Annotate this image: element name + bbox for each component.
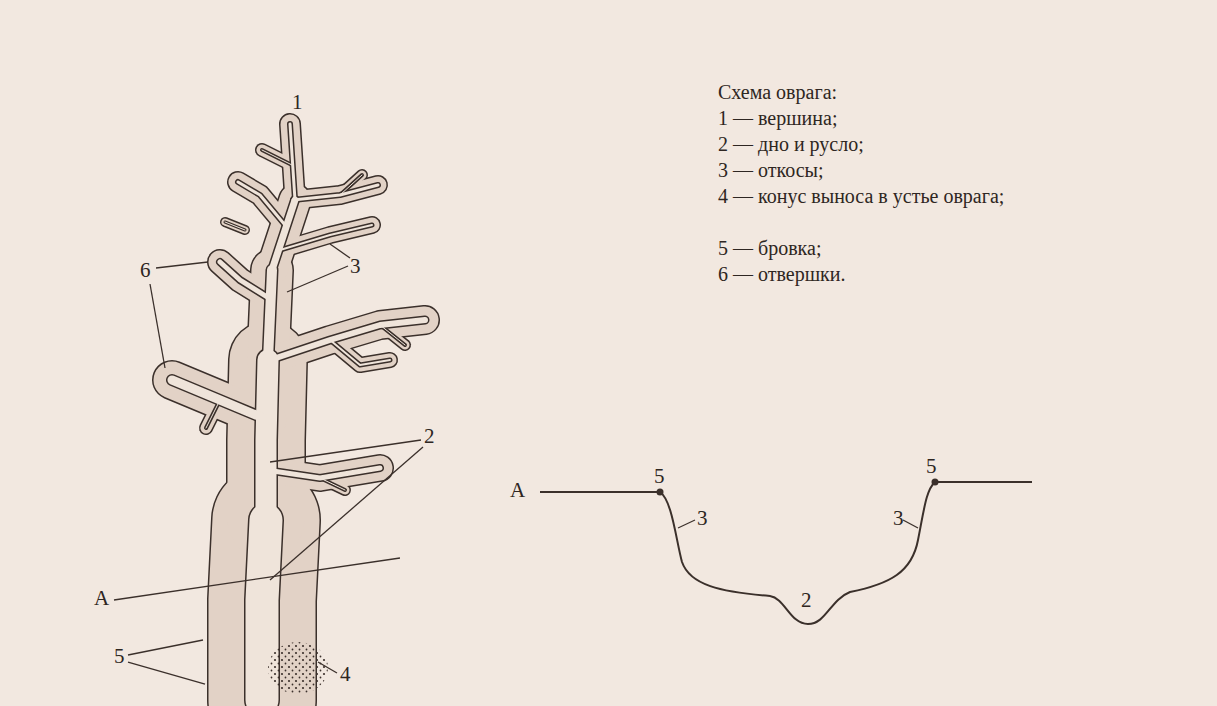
ravine-stroke bbox=[262, 520, 266, 700]
ravine-stroke bbox=[380, 325, 405, 345]
callout-number: 3 bbox=[893, 506, 904, 531]
legend-line: 5 — бровка; bbox=[718, 236, 821, 260]
ravine-stroke bbox=[266, 360, 268, 520]
ravine-stroke bbox=[320, 478, 345, 490]
callout-number: 6 bbox=[140, 258, 151, 283]
ravine-stroke bbox=[268, 270, 272, 360]
ravine-stroke bbox=[293, 185, 378, 200]
cross-section bbox=[540, 479, 1032, 625]
ravine-stroke bbox=[262, 150, 292, 165]
ravine-stroke bbox=[272, 200, 295, 270]
ravine-stroke bbox=[330, 340, 390, 365]
legend-line: 6 — отвершки. bbox=[718, 262, 846, 286]
ravine-stroke bbox=[220, 262, 272, 300]
callout-number: 4 bbox=[340, 662, 351, 687]
ravine-stroke bbox=[206, 400, 220, 428]
ravine-stroke bbox=[320, 478, 345, 490]
ravine-stroke bbox=[220, 262, 272, 300]
section-letter: А bbox=[94, 586, 109, 611]
ravine-stroke bbox=[266, 360, 268, 520]
ravine-stroke bbox=[262, 150, 292, 165]
legend-line: 3 — откосы; bbox=[718, 158, 824, 182]
ravine-stroke bbox=[225, 222, 245, 230]
callout-number: 2 bbox=[801, 588, 812, 613]
ravine-stroke bbox=[262, 520, 266, 700]
ravine-stroke bbox=[266, 360, 268, 520]
ravine-stroke bbox=[238, 182, 285, 225]
ravine-stroke bbox=[268, 270, 272, 360]
callout-number: 1 bbox=[292, 90, 303, 115]
section-letter: А bbox=[510, 478, 525, 503]
callout-number: 2 bbox=[424, 424, 435, 449]
ravine-stroke bbox=[266, 360, 268, 520]
ravine-stroke bbox=[266, 468, 380, 478]
alluvial-cone bbox=[268, 642, 328, 694]
ravine-stroke bbox=[262, 520, 266, 700]
ravine-stroke bbox=[238, 182, 285, 225]
ravine-stroke bbox=[262, 520, 266, 700]
ravine-stroke bbox=[290, 124, 295, 200]
ravine-stroke bbox=[293, 185, 378, 200]
legend-title: Схема оврага: bbox=[718, 80, 837, 104]
ravine-stroke bbox=[262, 150, 292, 165]
ravine-stroke bbox=[340, 175, 362, 195]
callout-number: 3 bbox=[697, 506, 708, 531]
ravine-stroke bbox=[225, 222, 245, 230]
ravine-stroke bbox=[293, 185, 378, 200]
legend-line: 4 — конус выноса в устье оврага; bbox=[718, 184, 1152, 208]
ravine-stroke bbox=[290, 124, 295, 200]
ravine-stroke bbox=[290, 124, 295, 200]
ravine-stroke bbox=[290, 124, 295, 200]
leader-lines bbox=[114, 244, 423, 684]
callout-number: 5 bbox=[926, 454, 937, 479]
ravine-stroke bbox=[330, 340, 390, 365]
ravine-stroke bbox=[280, 225, 372, 250]
legend-line: 1 — вершина; bbox=[718, 106, 837, 130]
ravine-stroke bbox=[280, 225, 372, 250]
ravine-stroke bbox=[206, 400, 220, 428]
ravine-stroke bbox=[238, 182, 285, 225]
ravine-stroke bbox=[280, 225, 372, 250]
ravine-stroke bbox=[268, 270, 272, 360]
legend-line: 2 — дно и русло; bbox=[718, 132, 864, 156]
ravine-stroke bbox=[220, 262, 272, 300]
ravine-stroke bbox=[225, 222, 245, 230]
ravine-stroke bbox=[225, 222, 245, 230]
ravine-stroke bbox=[238, 182, 285, 225]
callout-number: 3 bbox=[350, 254, 361, 279]
callout-number: 5 bbox=[114, 644, 125, 669]
ravine-stroke bbox=[268, 270, 272, 360]
ravine-stroke bbox=[266, 468, 380, 478]
ravine-stroke bbox=[380, 325, 405, 345]
ravine-stroke bbox=[293, 185, 378, 200]
ravine-plan bbox=[172, 124, 425, 700]
ravine-stroke bbox=[266, 468, 380, 478]
ravine-stroke bbox=[206, 400, 220, 428]
callout-number: 5 bbox=[654, 464, 665, 489]
ravine-stroke bbox=[330, 340, 390, 365]
ravine-stroke bbox=[266, 468, 380, 478]
